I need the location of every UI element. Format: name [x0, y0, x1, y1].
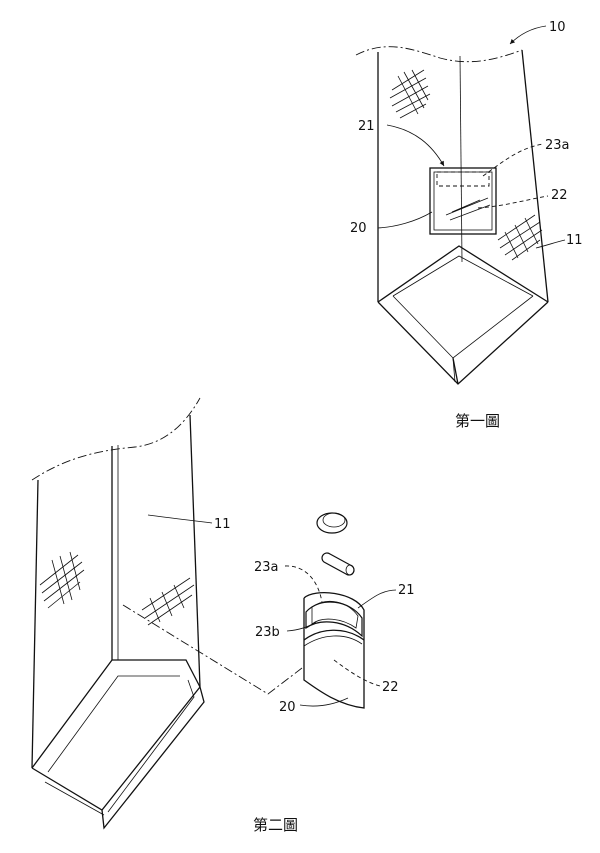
label-21-fig2: 21: [398, 583, 415, 598]
label-20: 20: [350, 221, 367, 236]
label-23a: 23a: [545, 138, 570, 153]
label-23b-fig2: 23b: [255, 625, 280, 640]
label-21: 21: [358, 119, 375, 134]
tie-outline-2: [32, 415, 204, 828]
button-part: [317, 513, 347, 533]
label-11: 11: [566, 233, 583, 248]
label-22: 22: [551, 188, 568, 203]
label-22-fig2: 22: [382, 680, 399, 695]
figure-2: 11 23a 21 23b 22 20 第二圖: [32, 398, 415, 834]
caption-fig1: 第一圖: [455, 412, 500, 430]
cylinder-part: [322, 553, 354, 575]
fabric-hatch-2: [40, 552, 194, 625]
caption-fig2: 第二圖: [253, 816, 298, 834]
figure-1: 10 21 23a 22 20 11 第一圖: [350, 20, 583, 430]
fabric-hatch: [390, 70, 542, 260]
label-20-fig2: 20: [279, 700, 296, 715]
pouch-fig1: [430, 168, 496, 234]
label-10: 10: [549, 20, 566, 35]
pouch-fig2: [304, 593, 364, 708]
label-11-fig2: 11: [214, 517, 231, 532]
label-23a-fig2: 23a: [254, 560, 279, 575]
tie-outline: [378, 50, 548, 384]
